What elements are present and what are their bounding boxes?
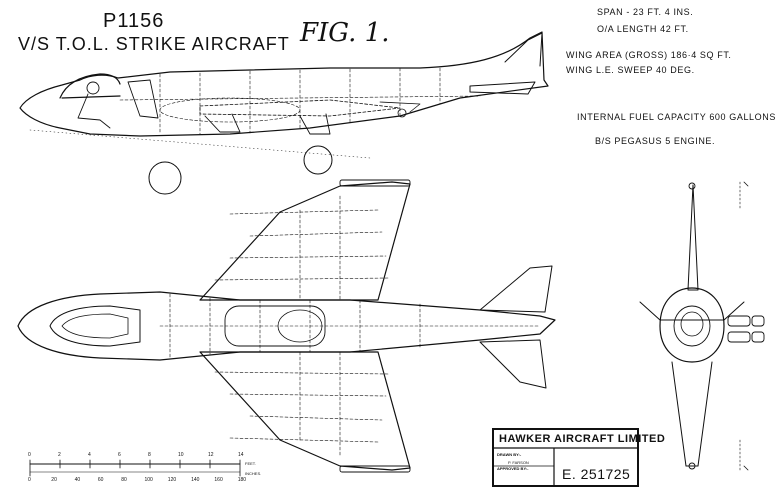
scale-feet-tick: 10 (178, 452, 184, 458)
side-tailplane (469, 81, 536, 95)
scale-feet-tick: 8 (148, 452, 151, 458)
plan-canopy (49, 305, 141, 347)
drawing-number: E. 251725 (562, 466, 631, 482)
scale-inch-tick: 100 (144, 477, 153, 483)
approved-by-label: APPROVED BY:- (497, 466, 529, 471)
scale-feet-tick: 6 (118, 452, 121, 458)
project-number: P1156 (103, 10, 165, 32)
figure-label: FIG. 1. (300, 18, 390, 48)
side-nozzle-front (204, 113, 241, 133)
drawing-title: V/S T.O.L. STRIKE AIRCRAFT (18, 34, 290, 54)
title-block (492, 428, 639, 487)
plan-tailplane-lower (479, 339, 547, 389)
side-intake (127, 79, 159, 119)
plan-wing-upper (199, 181, 411, 301)
front-fin (687, 184, 699, 291)
spec-fuel: INTERNAL FUEL CAPACITY 600 GALLONS (577, 112, 776, 122)
front-wing-lower (671, 361, 713, 467)
scale-inches-label: INCHES. (245, 471, 262, 476)
scale-inch-tick: 160 (214, 477, 223, 483)
scale-inch-tick: 180 (237, 477, 247, 483)
scale-feet-tick: 4 (88, 452, 91, 458)
drawn-by-name: P. FARSON (508, 460, 529, 465)
side-view (19, 31, 549, 195)
spec-engine: B/S PEGASUS 5 ENGINE. (595, 136, 716, 146)
pilot-head (86, 81, 100, 95)
side-fin (504, 32, 543, 67)
scale-inch-tick: 0 (28, 477, 31, 483)
scale-inch-tick: 60 (97, 477, 104, 483)
scale-inch-tick: 20 (51, 477, 57, 483)
front-wing (639, 301, 745, 321)
front-view (639, 181, 765, 471)
side-wing (199, 99, 401, 117)
scale-feet-tick: 12 (208, 452, 214, 458)
company-name: HAWKER AIRCRAFT LIMITED (499, 433, 666, 445)
scale-inch-tick: 140 (191, 477, 200, 483)
scale-inch-tick: 120 (167, 477, 177, 483)
side-nozzle-rear (299, 113, 331, 135)
scale-feet-label: FEET. (245, 461, 256, 466)
scale-inch-tick: 40 (74, 477, 81, 483)
front-fuselage (659, 287, 725, 363)
scale-feet-tick: 2 (58, 452, 61, 458)
side-wheel-main (303, 145, 333, 175)
plan-fuselage (17, 291, 556, 361)
side-canopy (59, 73, 121, 99)
spec-wing-sweep: WING L.E. SWEEP 40 DEG. (566, 65, 695, 75)
spec-wing-area: WING AREA (GROSS) 186·4 SQ FT. (566, 50, 732, 60)
plan-view (17, 179, 556, 473)
scale-feet-tick: 0 (28, 452, 31, 458)
spec-span: SPAN - 23 FT. 4 INS. (597, 7, 694, 17)
scale-inch-tick: 80 (121, 477, 127, 483)
plan-tailplane-upper (479, 265, 553, 313)
drawn-by-label: DRAWN BY:- (497, 452, 522, 457)
scale-bar (29, 459, 241, 477)
plan-wing-lower (199, 351, 411, 471)
scale-feet-tick: 14 (238, 452, 244, 458)
side-fuselage (19, 31, 549, 137)
spec-length: O/A LENGTH 42 FT. (597, 24, 689, 34)
